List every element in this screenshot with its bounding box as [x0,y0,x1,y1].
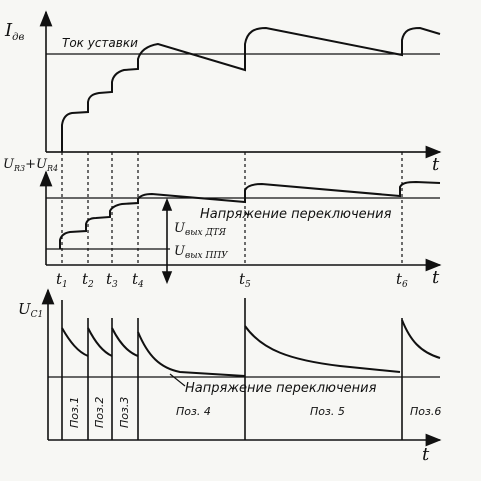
pos4-label: Поз. 4 [176,405,211,418]
t2-label: t2 [82,270,94,290]
pos5-label: Поз. 5 [310,405,345,418]
t4-label: t4 [132,270,144,290]
bottom-y-label: UC1 [18,300,43,320]
pos6-label: Поз.6 [410,405,441,418]
t5-label: t5 [239,270,251,290]
bottom-switch-label: Напряжение переключения [185,381,377,396]
u-dta-label: Uвых ДТЯ [174,221,227,238]
mid-switch-label: Напряжение переключения [200,207,392,222]
motor-current-curve [61,26,441,152]
switch-label-arrow [169,373,186,387]
top-y-label: Iдв [4,20,24,43]
bottom-x-label: t [422,444,430,465]
u-ppu-label: Uвых ППУ [174,244,229,261]
t3-label: t3 [106,270,118,290]
mid-x-label: t [432,267,440,288]
mid-y-label: UR3+UR4 [3,157,58,173]
capacitor-voltage-curve [61,319,441,377]
t1-label: t1 [56,270,68,290]
pos3-label: Поз.3 [118,397,131,428]
top-x-label: t [432,154,440,175]
setpoint-label: Ток уставки [62,36,138,50]
pos2-label: Поз.2 [93,397,106,428]
t6-label: t6 [396,270,408,290]
pos1-label: Поз.1 [68,397,81,428]
